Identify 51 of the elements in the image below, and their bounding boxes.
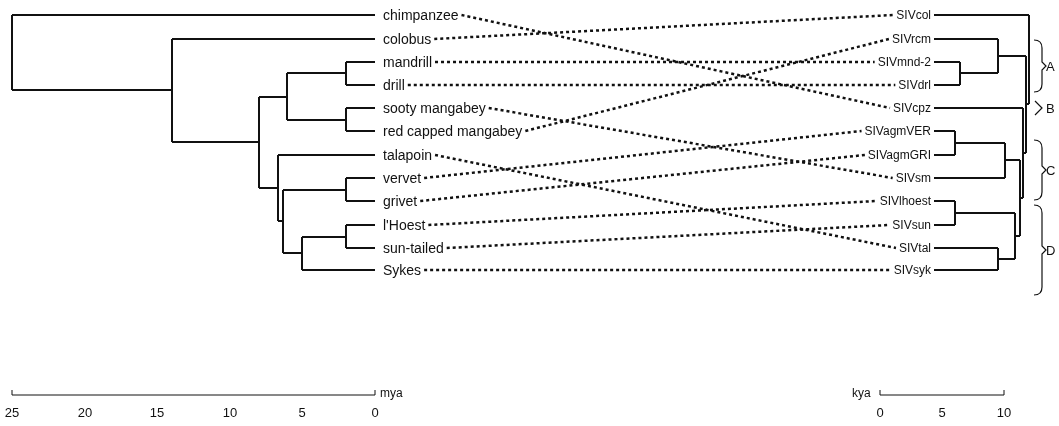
host-species-label: chimpanzee bbox=[383, 8, 459, 22]
connector-line bbox=[434, 153, 897, 250]
host-species-label: l'Hoest bbox=[383, 218, 426, 232]
connector-line bbox=[446, 223, 890, 250]
connector-line bbox=[424, 268, 891, 272]
virus-label: SIVagmGRI bbox=[867, 149, 931, 161]
host-species-label: drill bbox=[383, 78, 405, 92]
virus-label: SIVcol bbox=[896, 9, 931, 21]
connector-line bbox=[407, 83, 896, 87]
host-species-label: grivet bbox=[383, 194, 418, 208]
clade-label: C bbox=[1046, 163, 1056, 177]
virus-label: SIVtal bbox=[899, 242, 931, 254]
host-species-label: sun-tailed bbox=[383, 241, 444, 255]
host-species-label: sooty mangabey bbox=[383, 101, 486, 115]
host-species-label: mandrill bbox=[383, 55, 432, 69]
connector-line bbox=[435, 60, 875, 64]
virus-label: SIVdrl bbox=[898, 79, 931, 91]
tick-label: 5 bbox=[298, 405, 306, 419]
tick-label: 0 bbox=[371, 405, 379, 419]
tick-label: 5 bbox=[938, 405, 946, 419]
unit-label: mya bbox=[380, 387, 403, 399]
tick-label: 15 bbox=[149, 405, 165, 419]
unit-label: kya bbox=[852, 387, 871, 399]
virus-label: SIVmnd-2 bbox=[877, 56, 931, 68]
connector-line bbox=[488, 106, 893, 180]
virus-label: SIVsm bbox=[895, 172, 931, 184]
clade-label: D bbox=[1046, 243, 1056, 257]
virus-label: SIVcpz bbox=[893, 102, 931, 114]
virus-label: SIVagmVER bbox=[864, 125, 931, 137]
host-species-label: colobus bbox=[383, 32, 432, 46]
virus-label: SIVlhoest bbox=[879, 195, 931, 207]
connector-line bbox=[525, 37, 890, 133]
tick-label: 25 bbox=[4, 405, 20, 419]
host-species-label: red capped mangabey bbox=[383, 124, 523, 138]
connector-line bbox=[428, 199, 877, 227]
connector-line bbox=[424, 129, 862, 180]
connector-line bbox=[420, 153, 865, 203]
host-species-label: talapoin bbox=[383, 148, 433, 162]
virus-label: SIVrcm bbox=[892, 33, 931, 45]
connector-line bbox=[434, 13, 894, 41]
tick-label: 10 bbox=[222, 405, 238, 419]
host-species-label: Sykes bbox=[383, 263, 422, 277]
connector-line bbox=[461, 13, 891, 110]
clade-label: A bbox=[1046, 59, 1055, 73]
tick-label: 0 bbox=[876, 405, 884, 419]
host-species-label: vervet bbox=[383, 171, 422, 185]
virus-label: SIVsyk bbox=[893, 264, 931, 276]
tick-label: 10 bbox=[996, 405, 1012, 419]
virus-label: SIVsun bbox=[892, 219, 931, 231]
tick-label: 20 bbox=[77, 405, 93, 419]
clade-label: B bbox=[1046, 101, 1055, 115]
